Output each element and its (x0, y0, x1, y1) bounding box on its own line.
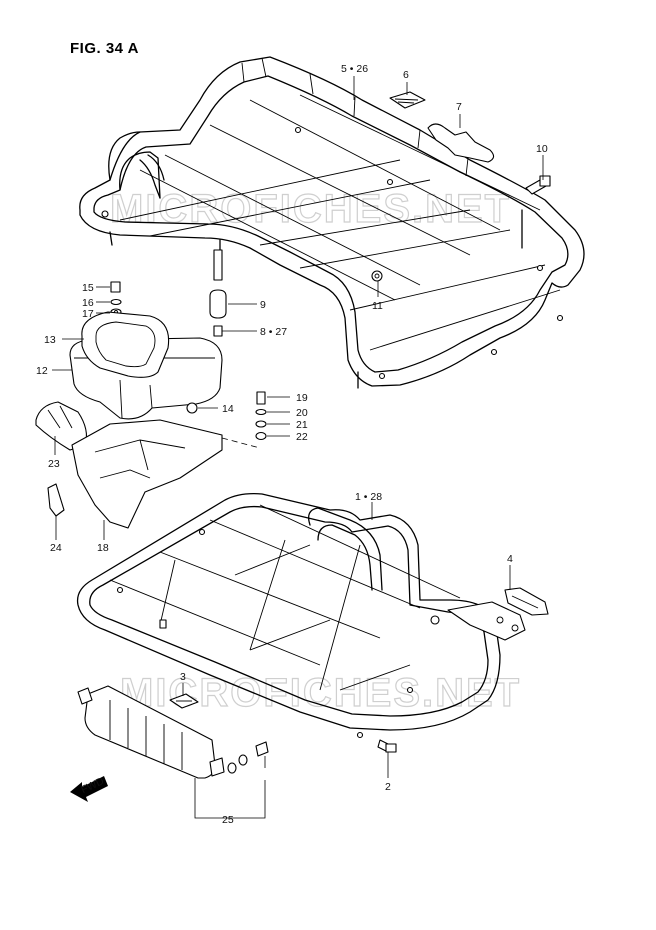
callout-2: 2 (385, 781, 391, 793)
callout-19: 19 (296, 392, 308, 404)
callout-21: 21 (296, 419, 308, 431)
part-23-bag (35, 401, 87, 451)
part-25-guard (77, 685, 269, 779)
part-24-clip (47, 483, 65, 517)
callout-7: 7 (456, 101, 462, 113)
callout-16: 16 (82, 297, 94, 309)
callout-24: 24 (50, 542, 62, 554)
toolbox-assembly (69, 311, 223, 420)
callout-14: 14 (222, 403, 234, 415)
callout-5-26: 5 • 26 (341, 63, 368, 75)
callout-18: 18 (97, 542, 109, 554)
callout-20: 20 (296, 407, 308, 419)
callout-8-27: 8 • 27 (260, 326, 287, 338)
fwd-arrow-icon: FWD (70, 775, 108, 802)
callout-25: 25 (222, 814, 234, 826)
callout-15: 15 (82, 282, 94, 294)
part-7-bracket (427, 123, 495, 163)
part-4-plate (504, 587, 549, 616)
part-10-bolt (525, 175, 551, 195)
leader-lines (52, 76, 544, 819)
callout-9: 9 (260, 299, 266, 311)
callout-6: 6 (403, 69, 409, 81)
figure-title: FIG. 34 A (70, 40, 139, 57)
parts-15-16-17 (110, 281, 122, 316)
callout-23: 23 (48, 458, 60, 470)
callout-4: 4 (507, 553, 513, 565)
callout-10: 10 (536, 143, 548, 155)
callout-3: 3 (180, 671, 186, 683)
callout-17: 17 (82, 308, 94, 320)
callout-11: 11 (372, 300, 383, 312)
watermark-lower: MICROFICHES.NET (120, 671, 521, 715)
rear-carrier (79, 56, 585, 389)
part-11-nut (371, 270, 383, 282)
callout-22: 22 (296, 431, 308, 443)
part-18-plate (71, 419, 261, 529)
part-2-bolt (377, 739, 397, 753)
callout-1-28: 1 • 28 (355, 491, 382, 503)
callout-13: 13 (44, 334, 56, 346)
part-6-pad (389, 91, 426, 109)
callout-12: 12 (36, 365, 48, 377)
callout-labels: 5 • 26 6 7 10 11 9 8 • 27 15 16 17 13 12… (36, 63, 548, 826)
front-carrier (76, 492, 526, 739)
part-3-pad (169, 693, 199, 709)
parts-19-22 (255, 391, 267, 441)
